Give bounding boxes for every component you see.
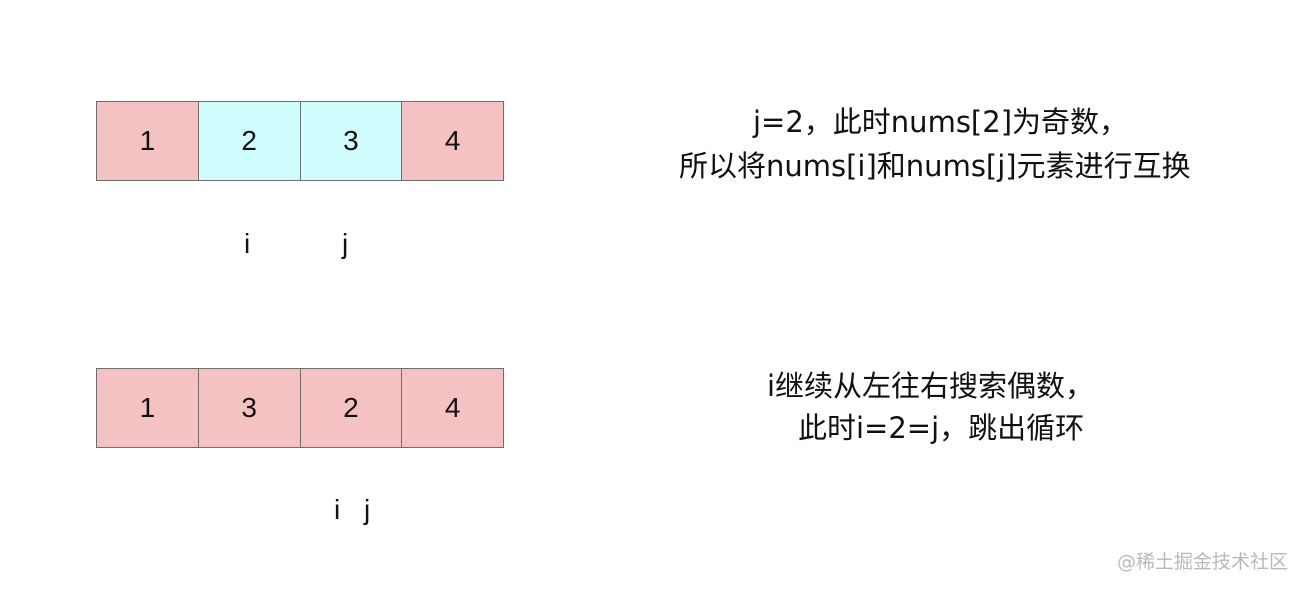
step-1-caption-line-2: 所以将nums[i]和nums[j]元素进行互换	[679, 149, 1191, 183]
array-cell: 4	[402, 102, 503, 180]
array-step-1: 1 2 3 4	[96, 101, 504, 181]
array-step-2: 1 3 2 4	[96, 368, 504, 448]
array-cell: 1	[97, 102, 199, 180]
pointer-i: i	[334, 494, 341, 525]
pointer-j: j	[364, 494, 371, 525]
step-2-caption-line-2: 此时i=2=j，跳出循环	[798, 411, 1085, 445]
array-cell: 1	[97, 369, 199, 447]
watermark: @稀土掘金技术社区	[1116, 551, 1288, 573]
array-cell: 3	[300, 102, 403, 180]
array-cell: 2	[198, 102, 301, 180]
array-cell: 2	[300, 369, 403, 447]
step-1-caption-line-1: j=2，此时nums[2]为奇数，	[753, 105, 1129, 139]
pointer-j: j	[342, 228, 349, 259]
pointer-i: i	[244, 228, 251, 259]
step-2-caption-line-1: i继续从左往右搜索偶数，	[767, 369, 1095, 403]
array-cell: 3	[198, 369, 301, 447]
array-cell: 4	[402, 369, 503, 447]
